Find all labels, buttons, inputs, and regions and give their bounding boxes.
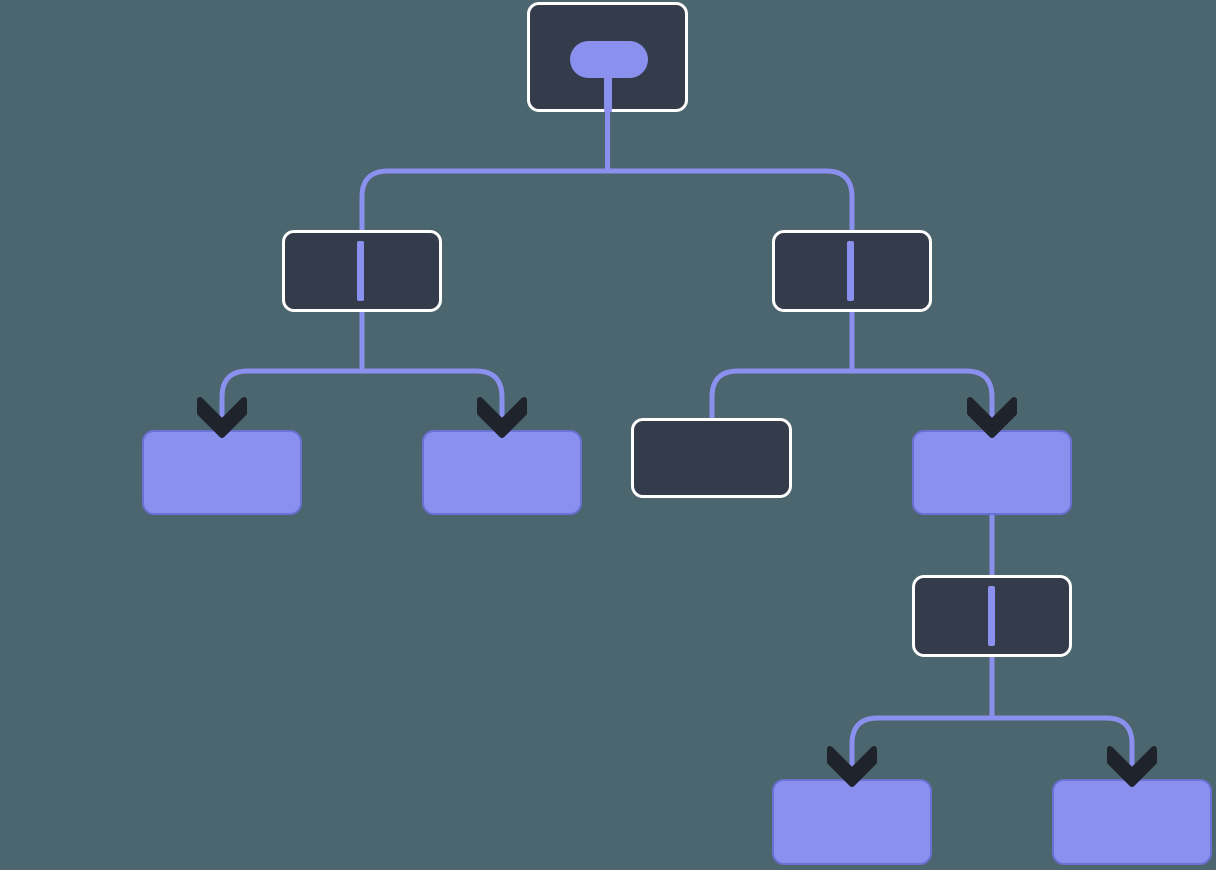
empty-dark-node[interactable] bbox=[631, 418, 792, 498]
left-branch-node-caret-icon bbox=[357, 241, 364, 301]
edge-root-to-left-branch bbox=[359, 112, 610, 230]
sub-branch-node-caret-icon bbox=[988, 586, 995, 646]
edge-right-branch-to-leaf-3 bbox=[849, 312, 995, 430]
leaf-node-1[interactable] bbox=[142, 430, 302, 515]
edge-right-branch-to-empty-node bbox=[709, 312, 855, 418]
edge-sub-branch-to-leaf-5 bbox=[989, 657, 1135, 779]
root-node-pill-stem-icon bbox=[604, 78, 612, 112]
leaf-node-3[interactable] bbox=[912, 430, 1072, 515]
edge-left-branch-to-leaf-2 bbox=[359, 312, 505, 430]
leaf-node-2[interactable] bbox=[422, 430, 582, 515]
edge-root-to-right-branch bbox=[605, 112, 855, 230]
right-branch-node-caret-icon bbox=[847, 241, 854, 301]
edge-sub-branch-to-leaf-4 bbox=[849, 657, 995, 779]
root-node-pill-icon bbox=[570, 41, 648, 78]
leaf-node-5[interactable] bbox=[1052, 779, 1212, 865]
edge-left-branch-to-leaf-1 bbox=[219, 312, 365, 430]
leaf-node-4[interactable] bbox=[772, 779, 932, 865]
